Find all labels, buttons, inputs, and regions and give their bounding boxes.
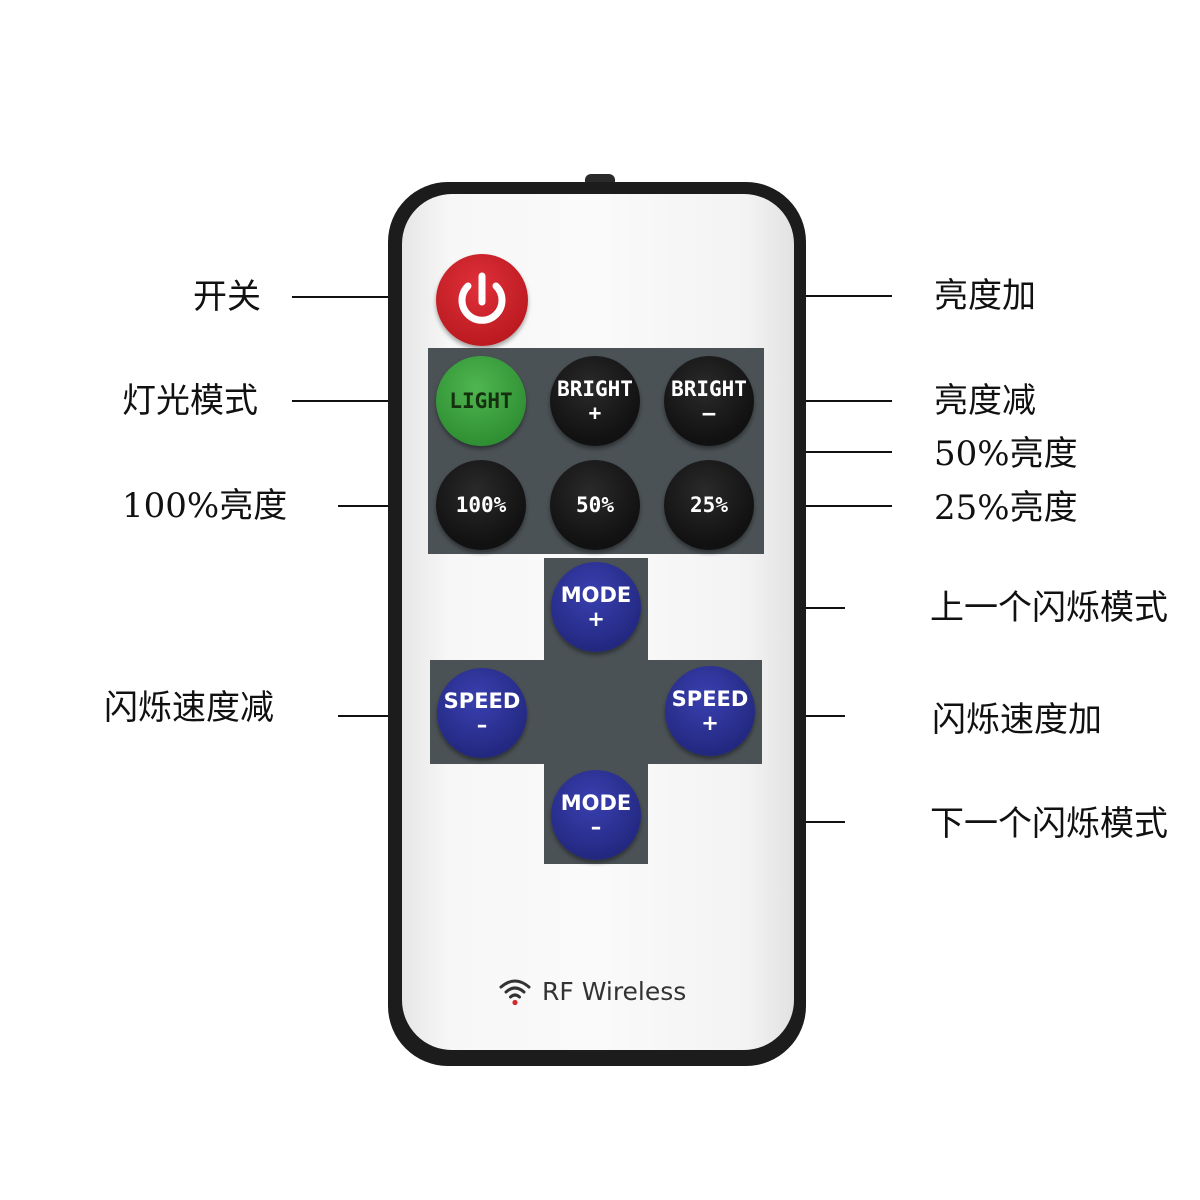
label-brightness-down: 亮度减 <box>934 381 1036 421</box>
brand-text: RF Wireless <box>542 976 687 1006</box>
label-flash-speed-up: 闪烁速度加 <box>932 700 1102 740</box>
bright-down-label: BRIGHT <box>671 377 747 401</box>
brightness-50-label: 50% <box>576 493 614 517</box>
speed-up-sign: + <box>701 711 719 735</box>
label-brightness-25: 25%亮度 <box>934 488 1078 528</box>
label-light-mode: 灯光模式 <box>122 381 258 421</box>
label-flash-speed-down: 闪烁速度减 <box>104 688 274 728</box>
speed-up-label: SPEED <box>671 687 749 711</box>
brightness-25-label: 25% <box>690 493 728 517</box>
bright-up-label: BRIGHT <box>557 377 633 401</box>
label-brightness-up: 亮度加 <box>934 276 1036 316</box>
power-icon <box>458 272 506 324</box>
mode-down-label: MODE <box>560 791 632 815</box>
brightness-25-button[interactable]: 25% <box>664 460 754 550</box>
label-next-flash-mode: 下一个闪烁模式 <box>930 804 1168 844</box>
brightness-100-label: 100% <box>455 493 507 517</box>
bright-down-sign: – <box>702 401 716 425</box>
speed-down-sign: – <box>476 713 488 737</box>
power-button[interactable] <box>436 254 528 346</box>
brightness-100-button[interactable]: 100% <box>436 460 526 550</box>
label-brightness-50: 50%亮度 <box>934 434 1078 474</box>
label-brightness-100: 100%亮度 <box>122 486 288 526</box>
speed-down-button[interactable]: SPEED – <box>437 668 527 758</box>
light-button[interactable]: LIGHT <box>436 356 526 446</box>
mode-down-button[interactable]: MODE – <box>551 770 641 860</box>
brand: RF Wireless <box>498 976 686 1006</box>
light-button-label: LIGHT <box>449 389 513 413</box>
mode-up-label: MODE <box>560 583 632 607</box>
label-power: 开关 <box>193 277 261 317</box>
speed-down-label: SPEED <box>443 689 521 713</box>
label-prev-flash-mode: 上一个闪烁模式 <box>930 588 1168 628</box>
mode-up-sign: + <box>587 607 605 631</box>
bright-down-button[interactable]: BRIGHT – <box>664 356 754 446</box>
brightness-50-button[interactable]: 50% <box>550 460 640 550</box>
bright-up-button[interactable]: BRIGHT + <box>550 356 640 446</box>
wifi-icon <box>499 979 531 1006</box>
speed-up-button[interactable]: SPEED + <box>665 666 755 756</box>
bright-up-sign: + <box>588 401 602 425</box>
mode-down-sign: – <box>590 815 602 839</box>
mode-up-button[interactable]: MODE + <box>551 562 641 652</box>
